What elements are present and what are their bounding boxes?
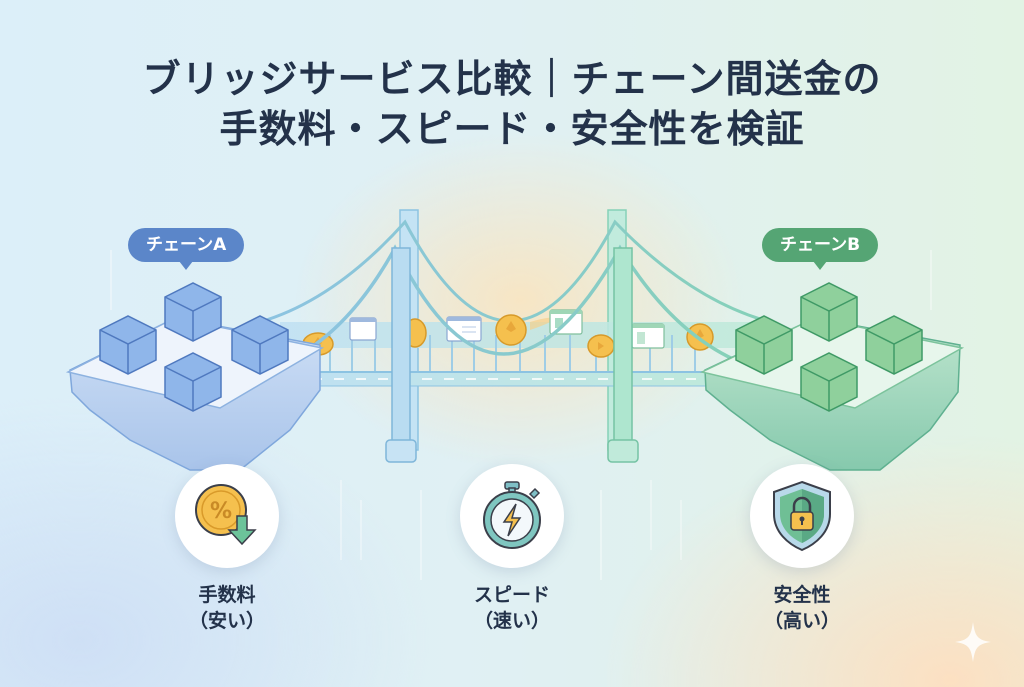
block-icon xyxy=(865,315,923,375)
security-label: 安全性 （高い） xyxy=(763,584,840,632)
title-line-2: 手数料・スピード・安全性を検証 xyxy=(219,107,805,151)
chain-a-blocks xyxy=(99,282,289,412)
feature-speed: スピード （速い） xyxy=(432,464,592,634)
chain-a-label: チェーンA xyxy=(128,228,245,270)
speed-icon-badge xyxy=(460,464,564,568)
block-icon xyxy=(164,282,222,342)
front-tower-right xyxy=(607,247,639,463)
fee-label: 手数料 （安い） xyxy=(188,584,265,632)
page-title: ブリッジサービス比較｜チェーン間送金の 手数料・スピード・安全性を検証 xyxy=(0,54,1024,154)
sparkle-icon xyxy=(955,622,991,662)
block-icon xyxy=(800,352,858,412)
fee-icon-badge: % xyxy=(175,464,279,568)
shield-lock-icon xyxy=(773,480,831,552)
stopwatch-lightning-icon xyxy=(483,481,541,549)
block-icon xyxy=(99,315,157,375)
chain-b-blocks xyxy=(735,282,923,412)
coin-icon xyxy=(587,334,615,358)
speed-label: スピード （速い） xyxy=(473,584,550,632)
front-tower-left xyxy=(385,247,417,463)
block-icon xyxy=(800,282,858,342)
block-icon xyxy=(164,352,222,412)
title-line-1: ブリッジサービス比較｜チェーン間送金の xyxy=(142,57,882,101)
percent-coin-down-arrow-icon: % xyxy=(195,484,257,546)
svg-text:%: % xyxy=(210,499,232,524)
data-packet-icon xyxy=(631,323,665,349)
data-rain-dots xyxy=(110,250,932,580)
data-packet-icon xyxy=(349,317,377,341)
coin-icon xyxy=(495,314,527,346)
block-icon xyxy=(735,315,793,375)
feature-fee: % 手数料 （安い） xyxy=(147,464,307,634)
security-icon-badge xyxy=(750,464,854,568)
block-icon xyxy=(231,315,289,375)
chain-b-label: チェーンB xyxy=(762,228,879,270)
feature-security: 安全性 （高い） xyxy=(722,464,882,634)
transfer-items xyxy=(302,309,714,358)
